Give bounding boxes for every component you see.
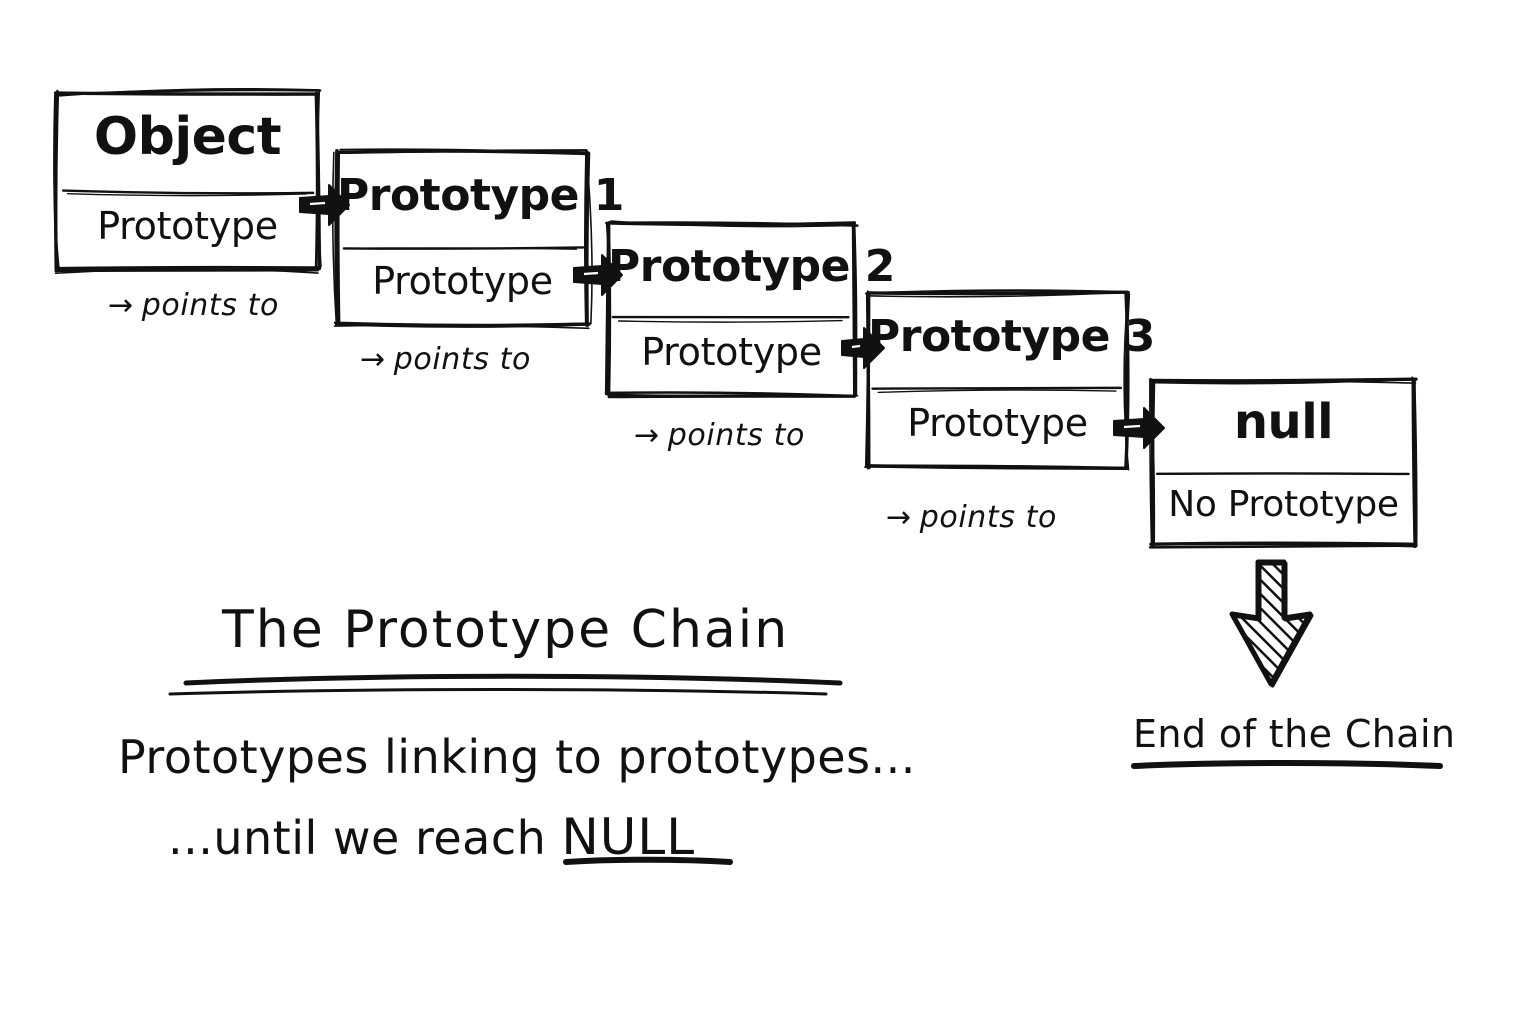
subtitle-line-2-prefix: ...until we reach xyxy=(168,811,562,865)
node-subtitle-prototype-1: Prototype xyxy=(372,259,553,304)
node-title-null: null xyxy=(1233,393,1334,450)
node-null: null No Prototype xyxy=(1152,380,1415,545)
node-prototype-3: Prototype 3 Prototype xyxy=(868,293,1155,467)
points-to-2: →points to xyxy=(360,342,531,377)
points-to-text: points to xyxy=(919,500,1057,535)
arrow-right-icon: → xyxy=(360,342,386,377)
connector-prototype-3-to-null xyxy=(1113,407,1165,449)
node-subtitle-null: No Prototype xyxy=(1168,483,1399,525)
subtitle-line-2: ...until we reach NULL xyxy=(168,808,695,866)
connector-arrows xyxy=(299,184,1165,449)
end-of-chain-arrow xyxy=(1229,559,1314,688)
page-title: The Prototype Chain xyxy=(222,600,790,660)
node-title-prototype-3: Prototype 3 xyxy=(868,310,1155,362)
node-prototype-2: Prototype 2 Prototype xyxy=(608,224,895,395)
caption-underlines xyxy=(168,673,1443,865)
points-to-text: points to xyxy=(667,418,805,453)
node-prototype-1: Prototype 1 Prototype xyxy=(337,152,624,325)
arrow-right-icon: → xyxy=(108,288,134,323)
points-to-4: →points to xyxy=(886,500,1057,535)
points-to-text: points to xyxy=(141,288,279,323)
node-title-object: Object xyxy=(93,107,282,168)
node-subtitle-prototype-3: Prototype xyxy=(907,401,1088,446)
connector-prototype-1-to-prototype-2 xyxy=(573,254,623,296)
node-box-outlines xyxy=(53,87,1418,549)
node-subtitle-prototype-2: Prototype xyxy=(641,329,822,374)
subtitle-line-1: Prototypes linking to prototypes... xyxy=(118,730,916,784)
points-to-1: →points to xyxy=(108,288,279,323)
arrow-right-icon: → xyxy=(634,418,660,453)
arrow-right-icon: → xyxy=(886,500,912,535)
points-to-text: points to xyxy=(393,342,531,377)
connector-prototype-2-to-prototype-3 xyxy=(841,327,885,369)
node-title-prototype-1: Prototype 1 xyxy=(337,169,624,221)
points-to-3: →points to xyxy=(634,418,805,453)
end-of-chain-caption: End of the Chain xyxy=(1133,712,1456,756)
node-title-prototype-2: Prototype 2 xyxy=(608,241,895,293)
node-subtitle-object: Prototype xyxy=(97,204,278,249)
connector-object-to-prototype-1 xyxy=(299,184,350,226)
null-emphasis: NULL xyxy=(561,808,696,866)
